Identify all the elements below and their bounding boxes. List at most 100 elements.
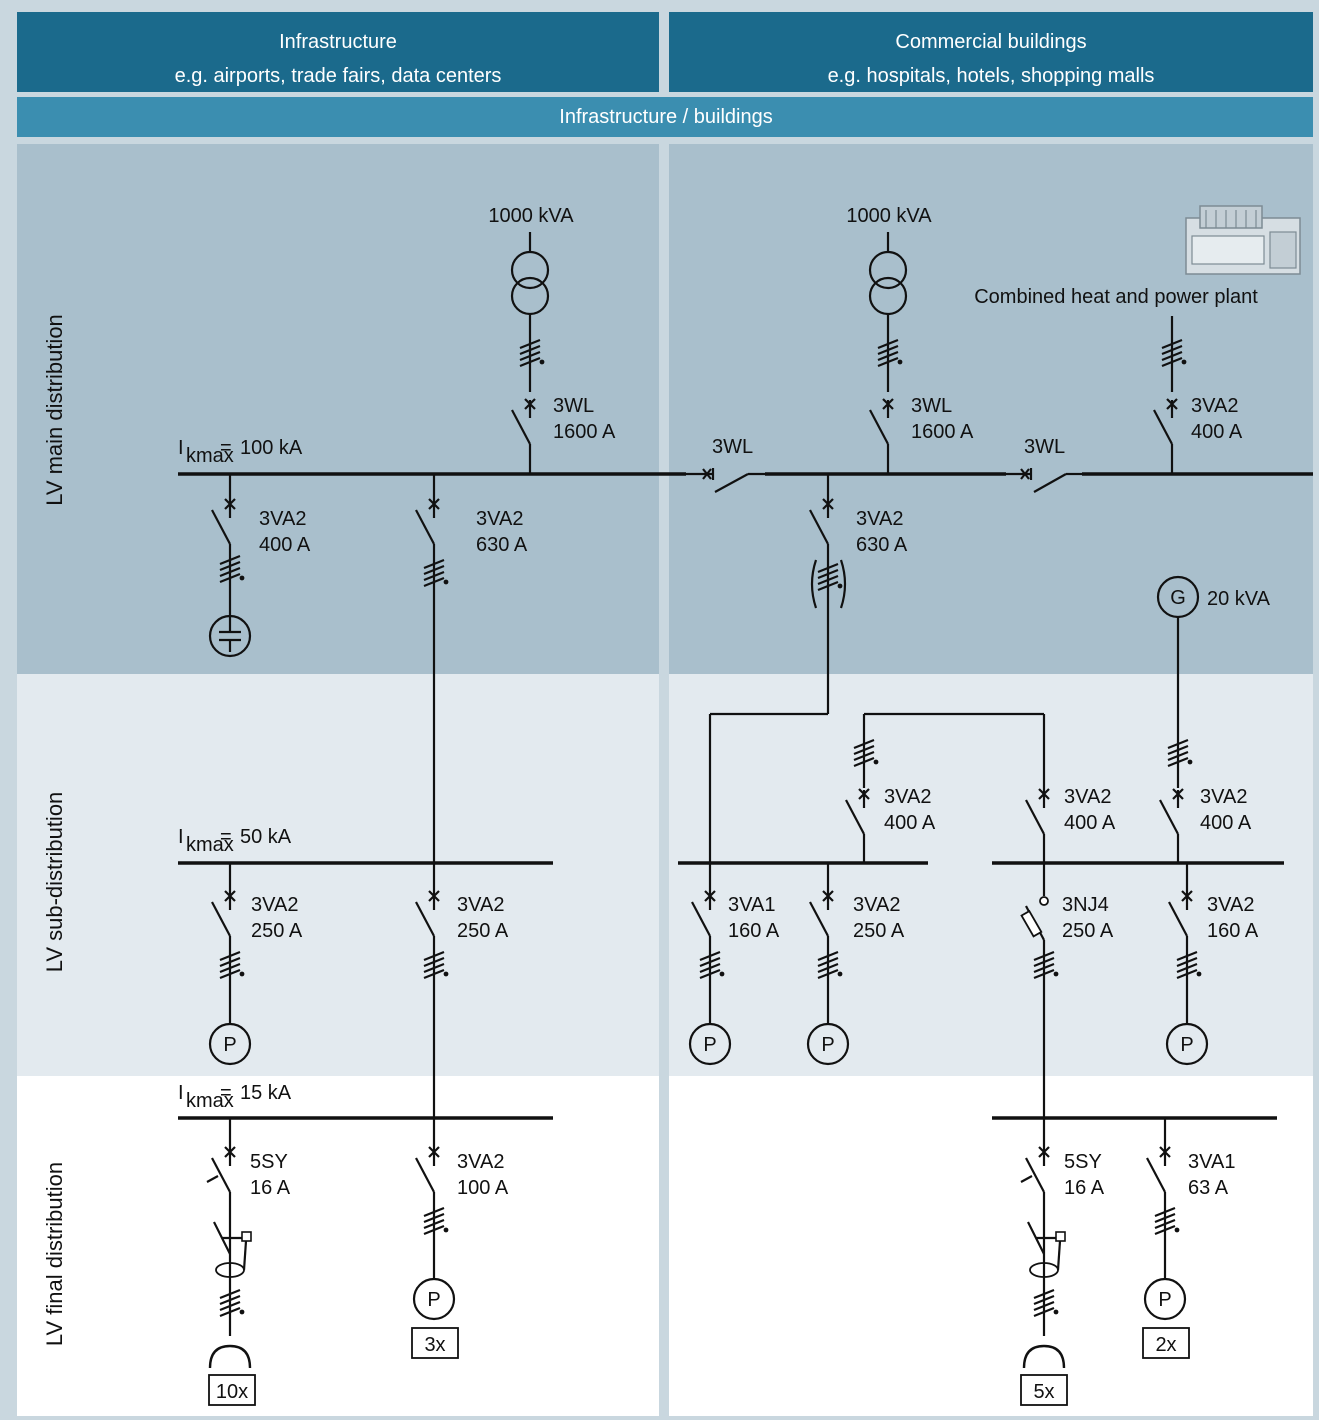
feed-chp-type: 3VA2	[1191, 395, 1238, 417]
ikmax-main-i: I	[178, 437, 184, 459]
transformer-right: 1000 kVA 3WL 1600 A	[846, 205, 974, 474]
panel-final-left	[17, 1076, 659, 1416]
ikmax-sub-i: I	[178, 826, 184, 848]
generator: G 20 kVA	[1156, 575, 1271, 788]
fuse-icon	[1020, 909, 1043, 938]
sub-right-3-rating: 250 A	[1062, 920, 1114, 942]
ikmax-main-eq: =	[220, 437, 232, 459]
mult-2: 2x	[1155, 1334, 1176, 1356]
chp-plant: Combined heat and power plant 3VA2 400 A	[974, 205, 1301, 474]
feed-right-rating: 1600 A	[911, 421, 974, 443]
final-left-1: 10x 5SY 16 A	[206, 1118, 291, 1406]
coupler-right: 3WL	[1006, 436, 1082, 493]
ikmax-sub-value: 50 kA	[240, 826, 292, 848]
header-commercial-examples: e.g. hospitals, hotels, shopping malls	[828, 65, 1155, 87]
sub-left-outgoing-2: 3VA2 250 A	[414, 889, 509, 1148]
sub-right-3-type: 3NJ4	[1062, 894, 1109, 916]
sub-right-outgoing-1: P 3VA1 160 A	[688, 889, 780, 1066]
final-right-2-type: 3VA1	[1188, 1151, 1235, 1173]
transformer-left: 1000 kVA 3WL 1600 A	[488, 205, 616, 474]
trafo-right-kva: 1000 kVA	[846, 205, 932, 227]
main-left-630-branch: 3VA2 630 A	[414, 474, 528, 892]
header-commercial-title: Commercial buildings	[895, 31, 1086, 53]
main-right-630-branch: 3VA2 630 A	[708, 474, 908, 892]
main-left-630-type: 3VA2	[476, 508, 523, 530]
panel-sub-right	[669, 674, 1313, 1076]
coupler-left: 3WL	[686, 436, 765, 493]
sub-right-outgoing-3-fuse: 3NJ4 250 A	[1020, 863, 1114, 1148]
ikmax-sub-eq: =	[220, 826, 232, 848]
final-left-1-type: 5SY	[250, 1151, 288, 1173]
sub-right-2-type: 3VA2	[853, 894, 900, 916]
chp-label: Combined heat and power plant	[974, 286, 1258, 308]
sub-right-in3-rating: 400 A	[1200, 812, 1252, 834]
header-commercial	[669, 12, 1313, 92]
ikmax-main-sub: kmax	[186, 445, 234, 467]
ikmax-final-value: 15 kA	[240, 1082, 292, 1104]
ikmax-final-eq: =	[220, 1082, 232, 1104]
sub-right-4-type: 3VA2	[1207, 894, 1254, 916]
header-infrastructure-title: Infrastructure	[279, 31, 397, 53]
generator-symbol: G	[1170, 587, 1186, 609]
sub-right-in1-type: 3VA2	[884, 786, 931, 808]
main-cap-rating: 400 A	[259, 534, 311, 556]
panel-sub-left	[17, 674, 659, 1076]
coupler-right-label: 3WL	[1024, 436, 1065, 458]
ikmax-sub-sub: kmax	[186, 834, 234, 856]
socket-icon	[208, 1344, 252, 1369]
sub-right-1-rating: 160 A	[728, 920, 780, 942]
header-infrastructure	[17, 12, 659, 92]
level-final-label: LV final distribution	[42, 1162, 67, 1346]
chp-engine-icon	[1185, 205, 1301, 275]
ikmax-sub: I kmax = 50 kA	[178, 826, 292, 856]
level-main-label: LV main distribution	[42, 314, 67, 506]
sub-right-in2-type: 3VA2	[1064, 786, 1111, 808]
final-left-2: P 3x 3VA2 100 A	[411, 1145, 509, 1359]
level-sub-label: LV sub-distribution	[42, 792, 67, 973]
final-right-2: P 2x 3VA1 63 A	[1142, 1118, 1235, 1359]
pump-symbol: P	[223, 1034, 236, 1056]
final-left-2-rating: 100 A	[457, 1177, 509, 1199]
sub-left-1-type: 3VA2	[251, 894, 298, 916]
pump-symbol: P	[821, 1034, 834, 1056]
final-right-1-type: 5SY	[1064, 1151, 1102, 1173]
sub-right-in1-rating: 400 A	[884, 812, 936, 834]
sub-right-outgoing-2: P 3VA2 250 A	[806, 863, 905, 1066]
feed-left-rating: 1600 A	[553, 421, 616, 443]
sub-left-2-type: 3VA2	[457, 894, 504, 916]
socket-icon	[1022, 1344, 1066, 1369]
sub-right-outgoing-4: P 3VA2 160 A	[1165, 861, 1259, 1066]
pump-symbol: P	[427, 1289, 440, 1311]
trafo-left-kva: 1000 kVA	[488, 205, 574, 227]
sub-left-2-rating: 250 A	[457, 920, 509, 942]
feed-left-type: 3WL	[553, 395, 594, 417]
sub-right-2-rating: 250 A	[853, 920, 905, 942]
coupler-left-label: 3WL	[712, 436, 753, 458]
sub-right-in2-rating: 400 A	[1064, 812, 1116, 834]
sub-right-1-type: 3VA1	[728, 894, 775, 916]
subheader-bar	[17, 97, 1313, 137]
sub-right-in3-type: 3VA2	[1200, 786, 1247, 808]
panel-main-left	[17, 144, 659, 674]
ikmax-final: I kmax = 15 kA	[178, 1082, 292, 1112]
ikmax-main-value: 100 kA	[240, 437, 303, 459]
mult-5: 5x	[1033, 1381, 1054, 1403]
main-cap-branch: 3VA2 400 A	[208, 474, 311, 658]
main-right-630-type: 3VA2	[856, 508, 903, 530]
sub-left-1-rating: 250 A	[251, 920, 303, 942]
panel-final-right	[669, 1076, 1313, 1416]
final-left-1-rating: 16 A	[250, 1177, 291, 1199]
feed-chp-rating: 400 A	[1191, 421, 1243, 443]
busbars	[178, 472, 1313, 1120]
main-right-630-rating: 630 A	[856, 534, 908, 556]
sub-right-incoming: 3VA2 400 A 3VA2 400 A 3VA2 400 A	[844, 712, 1252, 863]
pump-symbol: P	[1158, 1289, 1171, 1311]
feed-right-type: 3WL	[911, 395, 952, 417]
sub-right-4-rating: 160 A	[1207, 920, 1259, 942]
subheader-text: Infrastructure / buildings	[559, 106, 772, 128]
mult-3: 3x	[424, 1334, 445, 1356]
ikmax-final-i: I	[178, 1082, 184, 1104]
final-right-1: 5x 5SY 16 A	[1020, 1145, 1105, 1406]
final-right-1-rating: 16 A	[1064, 1177, 1105, 1199]
